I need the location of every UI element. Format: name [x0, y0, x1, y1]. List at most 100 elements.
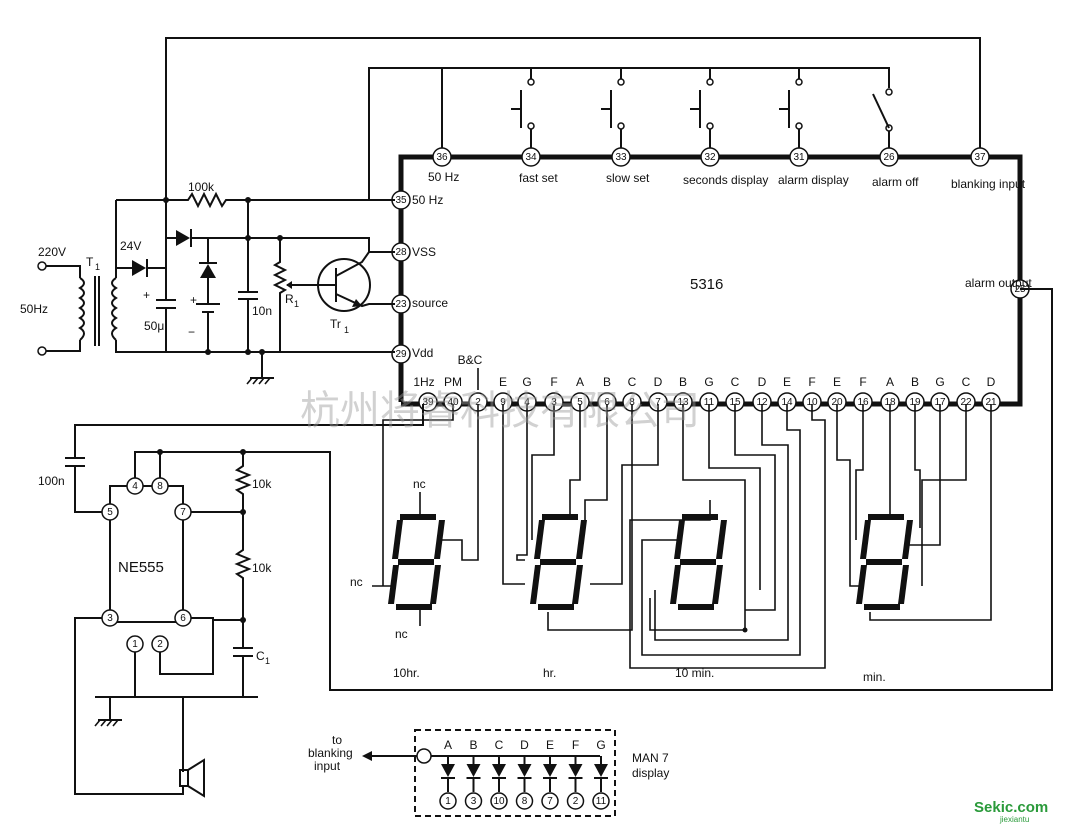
ne555-pin-5: 6	[174, 609, 192, 627]
pin-34-label: fast set	[519, 171, 558, 185]
ic-pin-bottom-22-number: 21	[985, 397, 997, 408]
segment-label-1: PM	[444, 375, 462, 389]
segment-label-19: B	[911, 375, 919, 389]
display-wiring	[382, 404, 992, 669]
man7-pin-1-number: 3	[471, 796, 477, 807]
segment-label-11: G	[704, 375, 713, 389]
segment-label-6: A	[576, 375, 584, 389]
rectifier-diode	[132, 260, 146, 276]
ic-pin-bottom-13-number: 12	[756, 397, 768, 408]
ne555-pin-0: 4	[126, 477, 144, 495]
svg-text:Sekic.com: Sekic.com	[974, 799, 1048, 816]
mains-terminal-top	[37, 261, 47, 271]
ne555-pin-1-number: 8	[157, 481, 163, 492]
ic-pin-bottom-4-number: 4	[524, 397, 530, 408]
man7-common-terminal	[416, 748, 432, 764]
svg-text:+: +	[143, 288, 150, 302]
nc-label-left: nc	[350, 575, 363, 589]
segment-label-21: C	[962, 375, 971, 389]
ic-pin-top-2-number: 33	[615, 152, 627, 163]
svg-text:to: to	[332, 733, 342, 747]
mains-frequency: 50Hz	[20, 302, 48, 316]
ic-pin-bottom-9: 7	[648, 392, 668, 412]
group-min-label: min.	[863, 670, 886, 684]
svg-text:D: D	[520, 738, 529, 752]
man7-diode-E: E7	[541, 738, 559, 810]
man7-pin-3-number: 8	[522, 796, 528, 807]
ic-pin-bottom-3-number: 9	[500, 397, 506, 408]
pin-35-label: 50 Hz	[412, 193, 443, 207]
man7-diode-B: B3	[464, 738, 483, 810]
pin-37-label: blanking input	[951, 177, 1026, 191]
svg-text:C: C	[495, 738, 504, 752]
ic-pin-bottom-17-number: 16	[857, 397, 869, 408]
transistor-label: Tr	[330, 317, 341, 331]
ic-pin-bottom-16-number: 20	[831, 397, 843, 408]
ne555-name: NE555	[118, 559, 164, 576]
ic-pin-bottom-0: 39	[418, 392, 438, 412]
nc-label-bottom: nc	[395, 627, 408, 641]
arrow-left-icon	[362, 751, 372, 761]
pot-label: R	[285, 292, 294, 306]
zener-diode-2	[200, 264, 216, 278]
ic-pin-top-2: 33	[611, 147, 631, 167]
ne555-pin-4: 3	[101, 609, 119, 627]
segment-label-7: B	[603, 375, 611, 389]
ic-pin-bottom-8-number: 8	[629, 397, 635, 408]
ic-pin-left-3-number: 29	[395, 349, 407, 360]
man7-pin-2-number: 10	[493, 796, 505, 807]
ne555-section: NE555 100n 10k 10k C 1	[38, 404, 424, 798]
man7-diode-C: C 10	[490, 738, 508, 810]
segment-label-0: 1Hz	[413, 375, 434, 389]
ic-pin-bottom-5-number: 3	[551, 397, 557, 408]
segment-label-16: E	[833, 375, 841, 389]
ic-pin-top-3: 32	[700, 147, 720, 167]
man7-pin-6: 11	[592, 792, 610, 810]
ic-pin-left-3: 29	[391, 344, 411, 364]
man7-pin-6-number: 11	[596, 796, 607, 807]
ne555-pin-7: 2	[151, 635, 169, 653]
ic-pin-bottom-19: 19	[905, 392, 925, 412]
pin-23-label: source	[412, 296, 448, 310]
pin-33-label: slow set	[606, 171, 650, 185]
group-10min-label: 10 min.	[675, 666, 714, 680]
man7-diode-D: D8	[515, 738, 534, 810]
segment-label-9: D	[654, 375, 663, 389]
push-button-alarm-display	[779, 78, 803, 157]
push-button-fast-set	[511, 78, 535, 157]
svg-text:G: G	[596, 738, 605, 752]
secondary-voltage: 24V	[120, 239, 141, 253]
mains-voltage: 220V	[38, 245, 66, 259]
pin-31-label: alarm display	[778, 173, 849, 187]
push-button-slow-set	[601, 78, 625, 157]
ne555-pin-3: 7	[174, 503, 192, 521]
ic-pin-bottom-7-number: 6	[604, 397, 610, 408]
svg-text:1: 1	[265, 656, 270, 666]
ic-pin-bottom-1-number: 40	[447, 397, 459, 408]
power-supply: 220V 50Hz T 1 24V + 50μ 100k + −	[20, 180, 395, 385]
ic-pin-bottom-11-number: 11	[704, 397, 715, 408]
ic-pin-bottom-10-number: 13	[677, 397, 689, 408]
speaker-icon	[179, 769, 189, 787]
ic-pin-top-5: 26	[879, 147, 899, 167]
ic-5316-name: 5316	[690, 276, 723, 293]
man7-pin-0-number: 1	[445, 796, 451, 807]
cap-10n-label: 10n	[252, 304, 272, 318]
ic-pin-labels: 50 Hz fast set slow set seconds display …	[412, 170, 1032, 360]
alarm-output-wire	[243, 288, 1053, 691]
ic-pin-left-2-number: 23	[395, 299, 407, 310]
pin-36-label: 50 Hz	[428, 170, 459, 184]
svg-text:F: F	[572, 738, 579, 752]
ne555-pin-2: 5	[101, 503, 119, 521]
svg-text:1: 1	[294, 299, 299, 309]
cap-50u-label: 50μ	[144, 319, 164, 333]
ic-pin-bottom-6: 5	[570, 392, 590, 412]
ic-pin-bottom-14-number: 14	[781, 397, 793, 408]
segment-label-13: D	[758, 375, 767, 389]
ne555-pin-5-number: 6	[180, 613, 186, 624]
pin-32-label: seconds display	[683, 173, 768, 187]
ic-pin-bottom-2-number: 2	[475, 397, 481, 408]
ne555-pin-3-number: 7	[180, 507, 186, 518]
